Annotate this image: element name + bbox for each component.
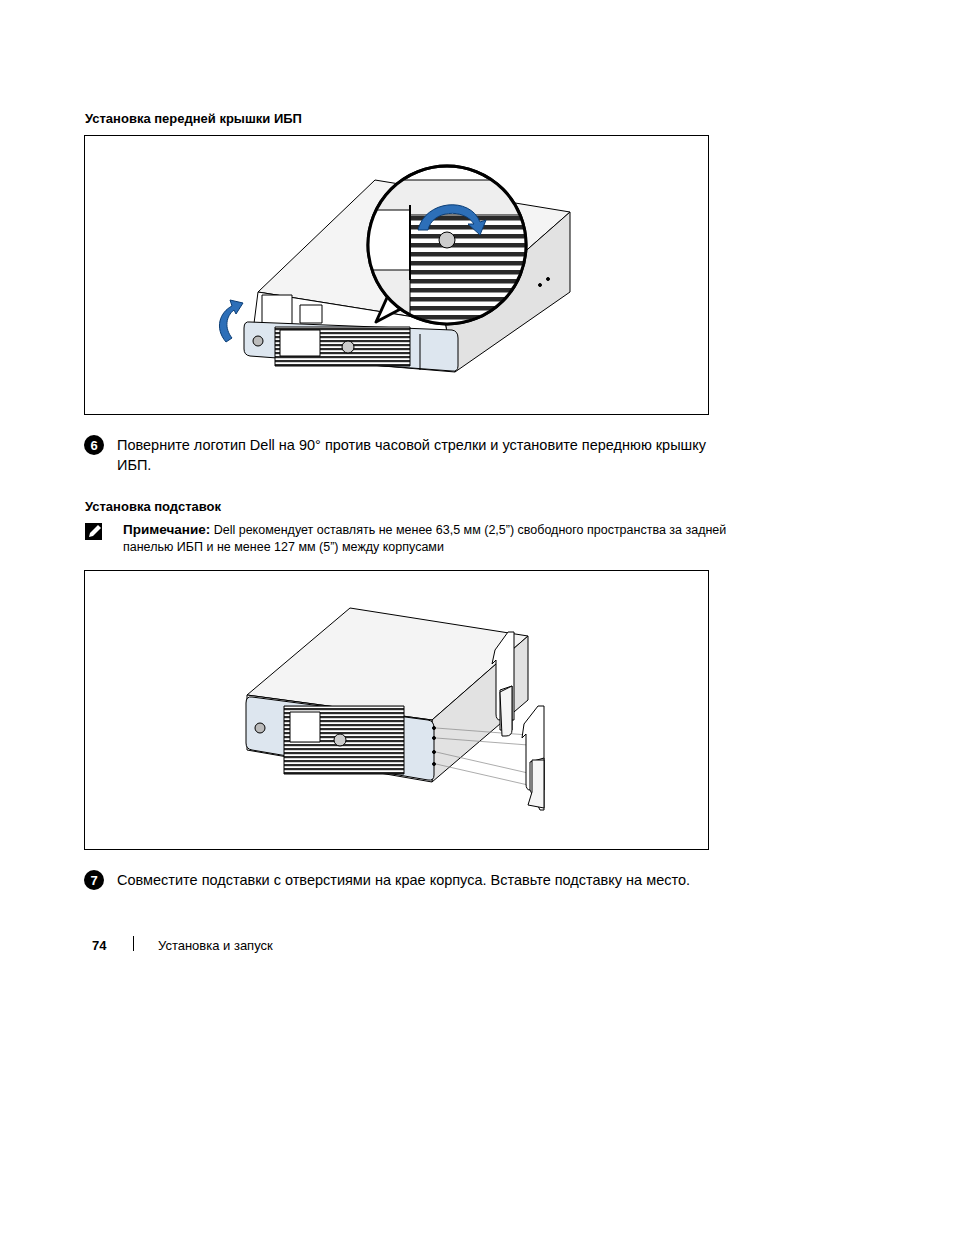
step-number: 7 <box>84 870 104 890</box>
step-number: 6 <box>84 435 104 455</box>
footer-separator <box>133 936 134 951</box>
note-label: Примечание: <box>123 522 210 537</box>
step-text: Совместите подставки с отверстиями на кр… <box>117 871 897 891</box>
step-text: Поверните логотип Dell на 90° против час… <box>117 436 717 475</box>
section-heading: Установка передней крышки ИБП <box>85 110 585 128</box>
figure-frame <box>85 571 709 850</box>
figure-frame <box>85 136 709 415</box>
ups-feet-figure <box>246 608 544 810</box>
ups-front-cover-figure <box>219 166 570 372</box>
note-text: Dell рекомендует оставлять не менее 63,5… <box>123 523 726 554</box>
note: Примечание: Dell рекомендует оставлять н… <box>123 521 753 556</box>
section-heading: Установка подставок <box>85 498 585 516</box>
page-number: 74 <box>92 937 132 955</box>
note-icon <box>85 523 102 540</box>
footer-title: Установка и запуск <box>158 937 558 955</box>
callout-number: 6 <box>90 438 97 453</box>
callout-number: 7 <box>90 873 97 888</box>
